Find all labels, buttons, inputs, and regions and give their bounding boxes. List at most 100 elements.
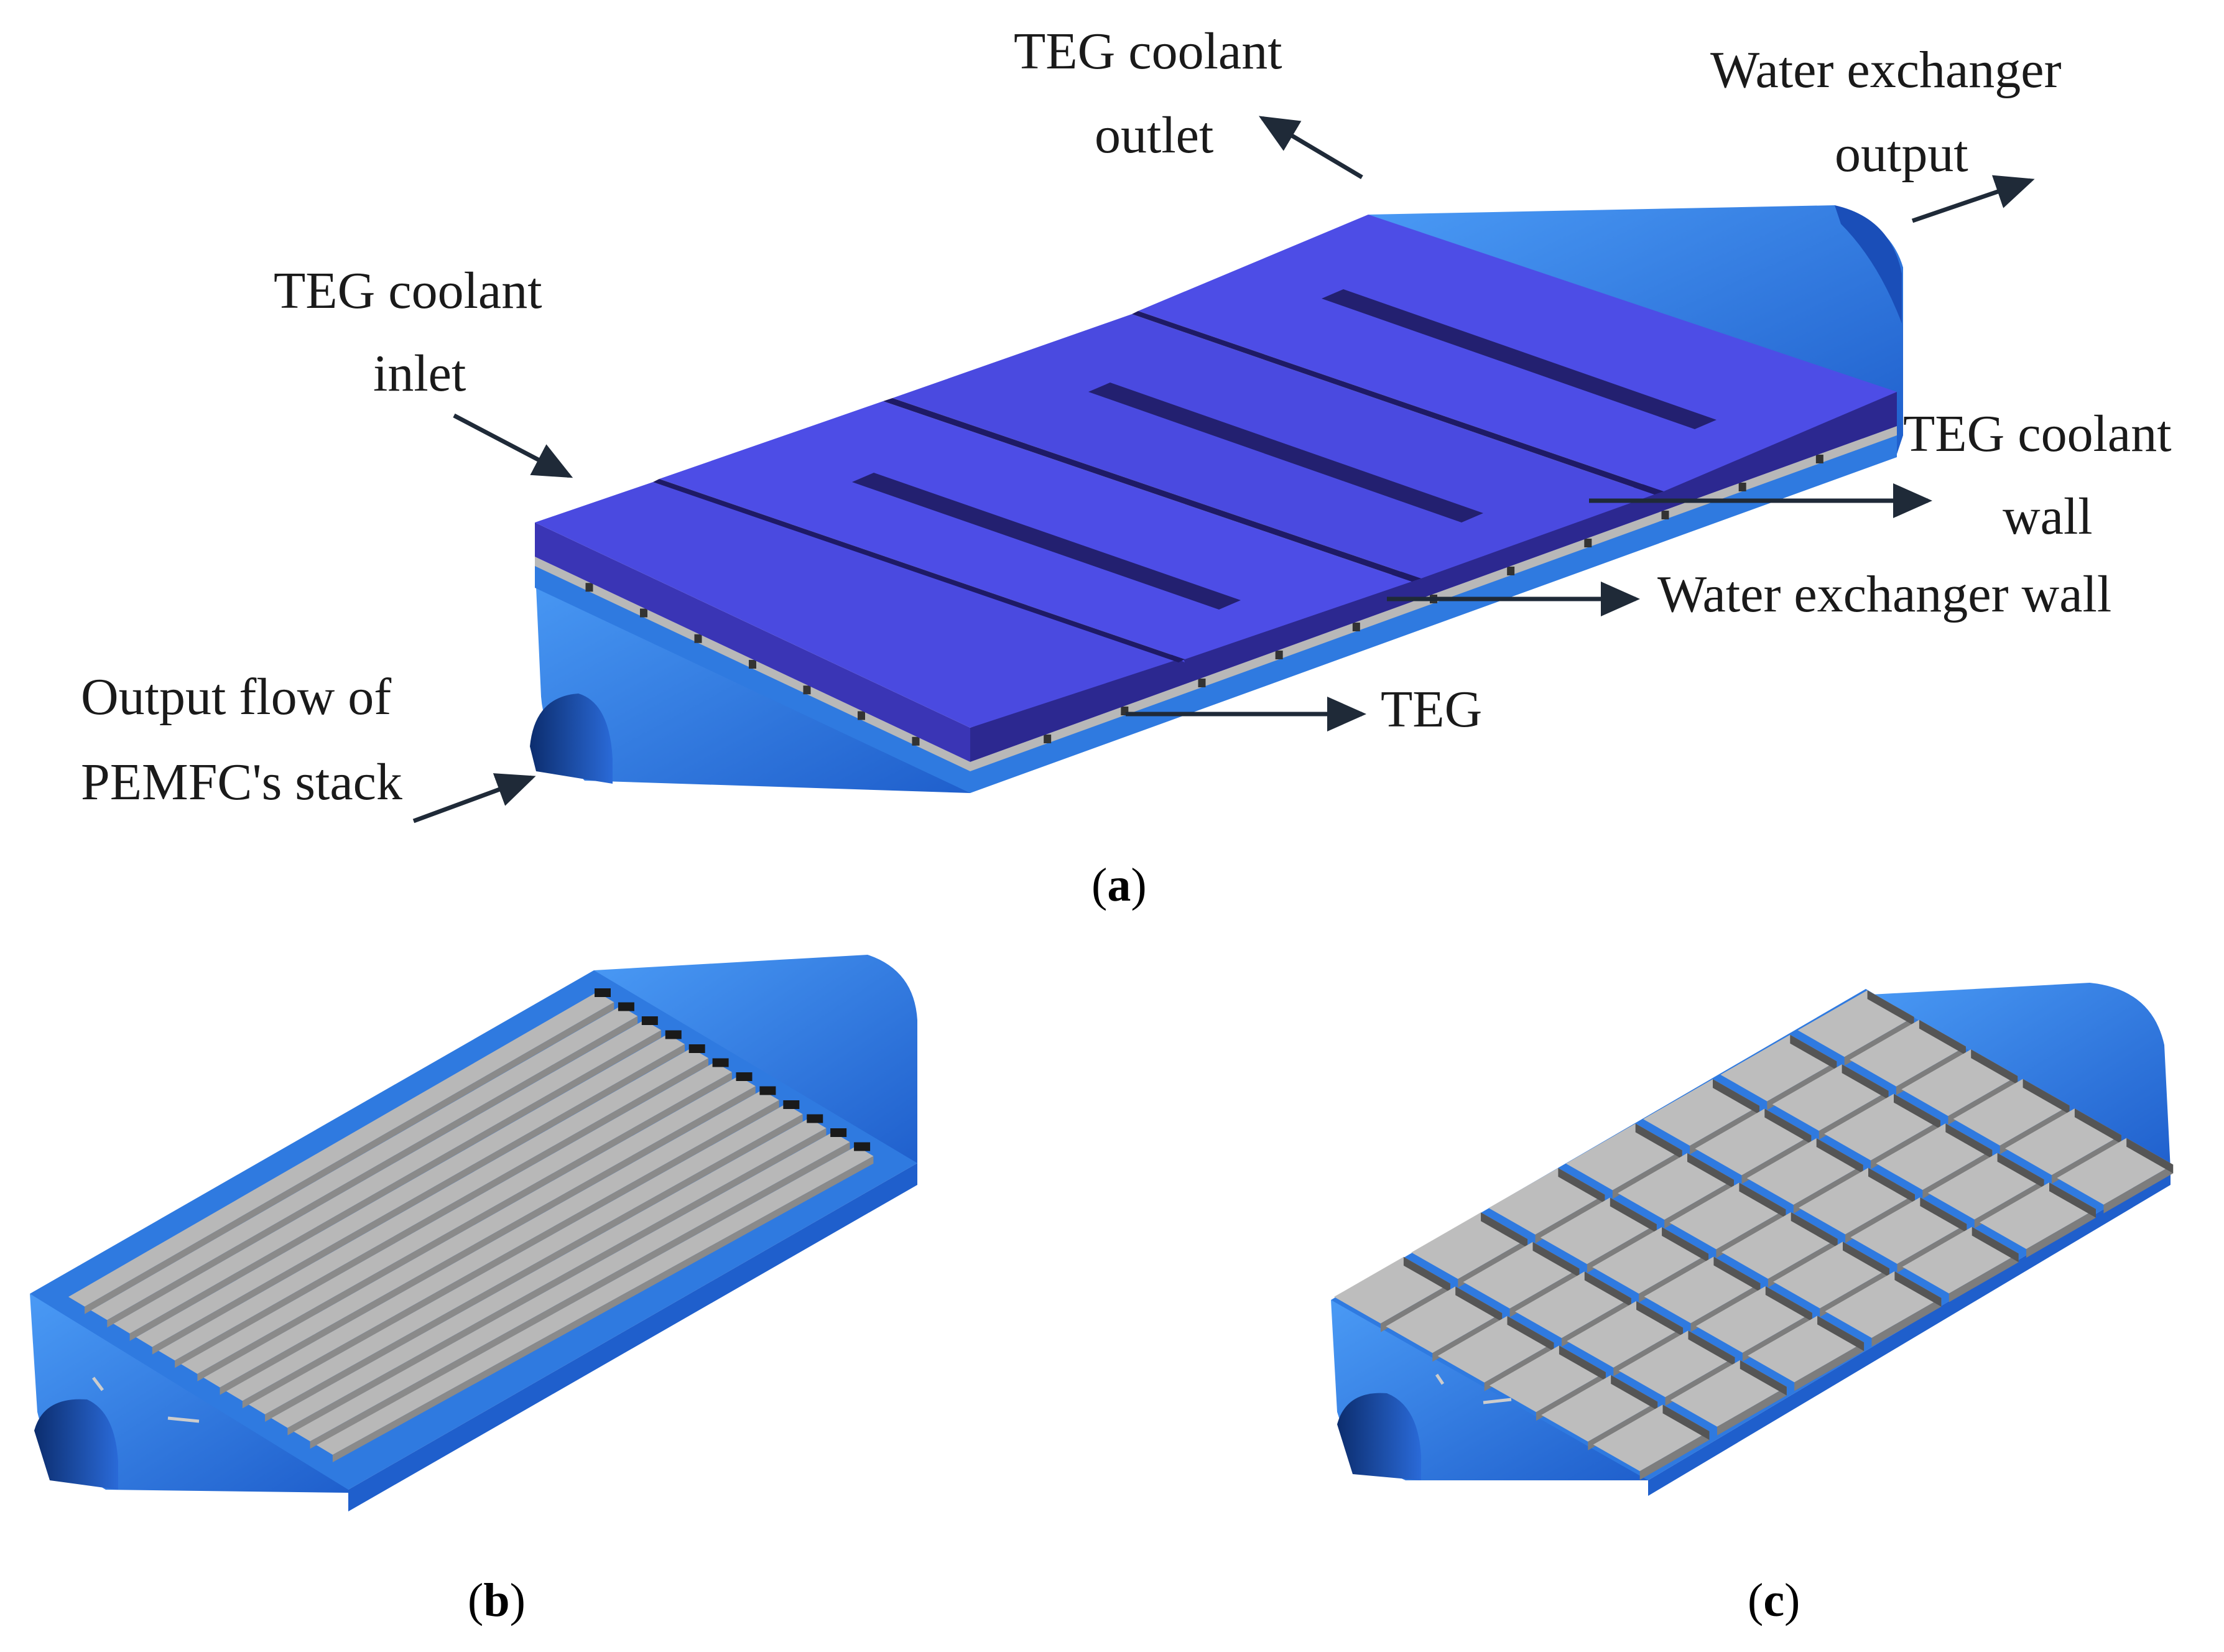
label-water-exchanger-output-line2: output <box>1835 125 1968 183</box>
teg-separator <box>640 608 647 618</box>
panel-a-coolant-wall <box>535 215 1897 762</box>
teg-separator <box>1738 483 1746 491</box>
label-output-flow-line1: Output flow of <box>81 668 391 726</box>
teg-strip <box>91 1006 638 1320</box>
teg-separator <box>585 583 593 592</box>
teg-strip <box>294 1132 850 1442</box>
arrow-teg-coolant-inlet <box>453 413 573 478</box>
teg-strip-end <box>665 1030 682 1039</box>
teg-separator <box>803 685 811 695</box>
teg-strip-side <box>129 1030 662 1341</box>
coolant-slot-2 <box>1088 383 1483 522</box>
caption-b: (b) <box>468 1574 526 1626</box>
teg-strip <box>136 1034 685 1347</box>
teg-tile-edge <box>1740 1360 1787 1396</box>
panel-b-mark <box>167 1416 200 1423</box>
teg-tile-edge <box>1713 1079 1759 1115</box>
teg-tile-side <box>2103 1164 2174 1213</box>
teg-tile-edge <box>2126 1138 2174 1174</box>
coolant-side-left <box>535 522 970 762</box>
teg-tile-edge <box>1455 1286 1503 1322</box>
teg-strip-end <box>736 1072 753 1081</box>
teg-separator <box>1198 679 1206 687</box>
panel-b-teg-strips <box>68 988 874 1462</box>
teg-tile-edge <box>1816 1138 1863 1174</box>
teg-tile-edge <box>1507 1316 1554 1352</box>
label-teg-coolant-inlet-line1: TEG coolant <box>274 262 542 320</box>
teg-tile-edge <box>1791 1212 1838 1248</box>
teg-strip <box>181 1062 732 1374</box>
teg-separator <box>1352 623 1360 631</box>
teg-strip-end <box>618 1002 634 1011</box>
teg-tile-edge <box>1584 1271 1631 1307</box>
teg-tile-edge <box>1867 990 1914 1026</box>
teg-tile-edge <box>2022 1079 2070 1115</box>
teg-strip-side <box>265 1114 803 1422</box>
panel-b-inlet-opening <box>34 1399 118 1490</box>
teg-strip-end <box>759 1086 776 1095</box>
teg-tile-edge <box>1894 1093 1940 1130</box>
teg-separator <box>1275 651 1283 659</box>
teg-tile-edge <box>1971 1049 2018 1085</box>
label-teg-coolant-outlet-line1: TEG coolant <box>1014 22 1282 80</box>
caption-c: (c) <box>1748 1574 1800 1626</box>
teg-strip-side <box>310 1142 850 1449</box>
teg-tile-edge <box>1688 1330 1735 1366</box>
teg-tile-edge <box>1662 1404 1710 1440</box>
teg-separator <box>1661 511 1669 519</box>
coolant-gap-1 <box>653 479 1185 662</box>
teg-tile-edge <box>1894 1271 1942 1307</box>
teg-strip-end <box>854 1142 871 1151</box>
panel-c-inlet-opening <box>1337 1393 1421 1480</box>
teg-strip-side <box>175 1058 709 1368</box>
teg-tile-edge <box>1817 1316 1865 1352</box>
teg-strip-side <box>332 1156 874 1462</box>
caption-a: (a) <box>1091 859 1147 911</box>
teg-strip <box>249 1104 803 1414</box>
teg-tile-edge <box>1611 1375 1658 1411</box>
teg-separator <box>1584 539 1592 547</box>
teg-strip <box>159 1048 708 1361</box>
teg-tile-side <box>1639 1431 1710 1480</box>
panel-b: (b) <box>30 955 917 1626</box>
teg-strip <box>113 1020 662 1334</box>
coolant-block-1 <box>535 482 1185 728</box>
teg-strip-side <box>85 1002 614 1314</box>
teg-separator <box>694 634 702 643</box>
teg-tile-edge <box>1790 1034 1837 1070</box>
arrow-teg-coolant-outlet <box>1258 116 1363 180</box>
teg-strip <box>316 1146 874 1455</box>
teg-tile-side <box>1717 1386 1787 1436</box>
coolant-slot-1 <box>852 473 1241 610</box>
teg-tile-edge <box>1997 1153 2044 1189</box>
panel-c-teg-grid <box>1334 990 2174 1480</box>
teg-tile-side <box>1871 1297 1942 1347</box>
teg-tile-edge <box>1532 1241 1580 1278</box>
teg-strip <box>68 992 614 1307</box>
teg-strip-end <box>712 1058 729 1067</box>
panel-a: TEG coolant outlet Water exchanger outpu… <box>81 22 2172 911</box>
teg-separator <box>1044 735 1052 743</box>
label-teg-coolant-wall-line2: wall <box>2003 488 2093 545</box>
teg-strip-end <box>641 1016 658 1025</box>
teg-separator <box>912 736 920 746</box>
panel-a-outlet-opening <box>1835 205 1902 323</box>
teg-tile-edge <box>1558 1167 1605 1204</box>
label-output-flow-line2: PEMFC's stack <box>81 753 402 811</box>
teg-tile-side <box>1948 1253 2019 1302</box>
teg-tile-side <box>2026 1209 2096 1258</box>
teg-strip-side <box>220 1086 756 1395</box>
teg-strip-side <box>242 1100 779 1409</box>
label-water-exchanger-wall: Water exchanger wall <box>1657 565 2111 623</box>
teg-strip-end <box>830 1128 847 1137</box>
teg-tile-edge <box>1843 1241 1889 1278</box>
panel-c-mark <box>1435 1373 1445 1385</box>
teg-tile-edge <box>1739 1182 1786 1218</box>
teg-strip <box>271 1118 827 1428</box>
teg-tile-edge <box>1481 1212 1528 1248</box>
label-teg-coolant-wall-line1: TEG coolant <box>1903 405 2172 463</box>
teg-tile-edge <box>1662 1227 1709 1263</box>
coolant-gap-2 <box>883 398 1421 582</box>
teg-tile-side <box>1794 1342 1865 1391</box>
